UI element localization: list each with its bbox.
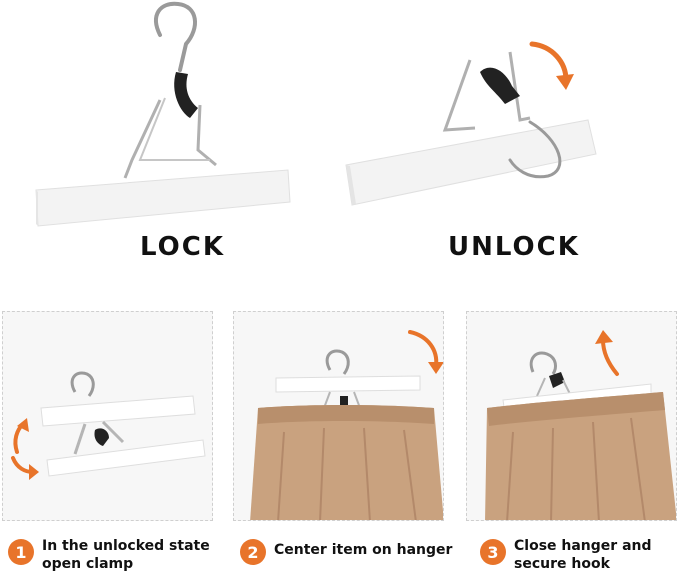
- unlock-hanger: [345, 41, 597, 206]
- lock-heading: LOCK: [140, 232, 225, 262]
- step-2-panel: [233, 311, 444, 521]
- step-2-line-1: Center item on hanger: [274, 542, 453, 558]
- step-3-line-1: Close hanger and: [514, 538, 652, 554]
- step-3-line-2: secure hook: [514, 556, 610, 572]
- rotate-arrow-icon: [529, 41, 569, 83]
- step-2: 2 Center item on hanger: [240, 537, 452, 565]
- step-3: 3 Close hanger and secure hook: [480, 537, 652, 573]
- step-1-line-2: open clamp: [42, 556, 134, 572]
- step-1-line-1: In the unlocked state: [42, 538, 210, 554]
- close-hanger-illustration: [467, 312, 676, 520]
- lock-hanger-illustration: [35, 1, 597, 227]
- lock-hanger: [35, 1, 291, 227]
- center-item-illustration: [234, 312, 443, 520]
- step-3-text: Close hanger and secure hook: [514, 537, 652, 573]
- step-2-number-badge: 2: [240, 539, 266, 565]
- step-3-panel: [466, 311, 677, 521]
- step-1-text: In the unlocked state open clamp: [42, 537, 210, 573]
- step-1-panel: [2, 311, 213, 521]
- step-2-text: Center item on hanger: [274, 537, 452, 559]
- step-1: 1 In the unlocked state open clamp: [8, 537, 210, 573]
- step-3-number-badge: 3: [480, 539, 506, 565]
- unlock-heading: UNLOCK: [448, 232, 580, 262]
- open-clamp-illustration: [3, 312, 212, 520]
- step-1-number-badge: 1: [8, 539, 34, 565]
